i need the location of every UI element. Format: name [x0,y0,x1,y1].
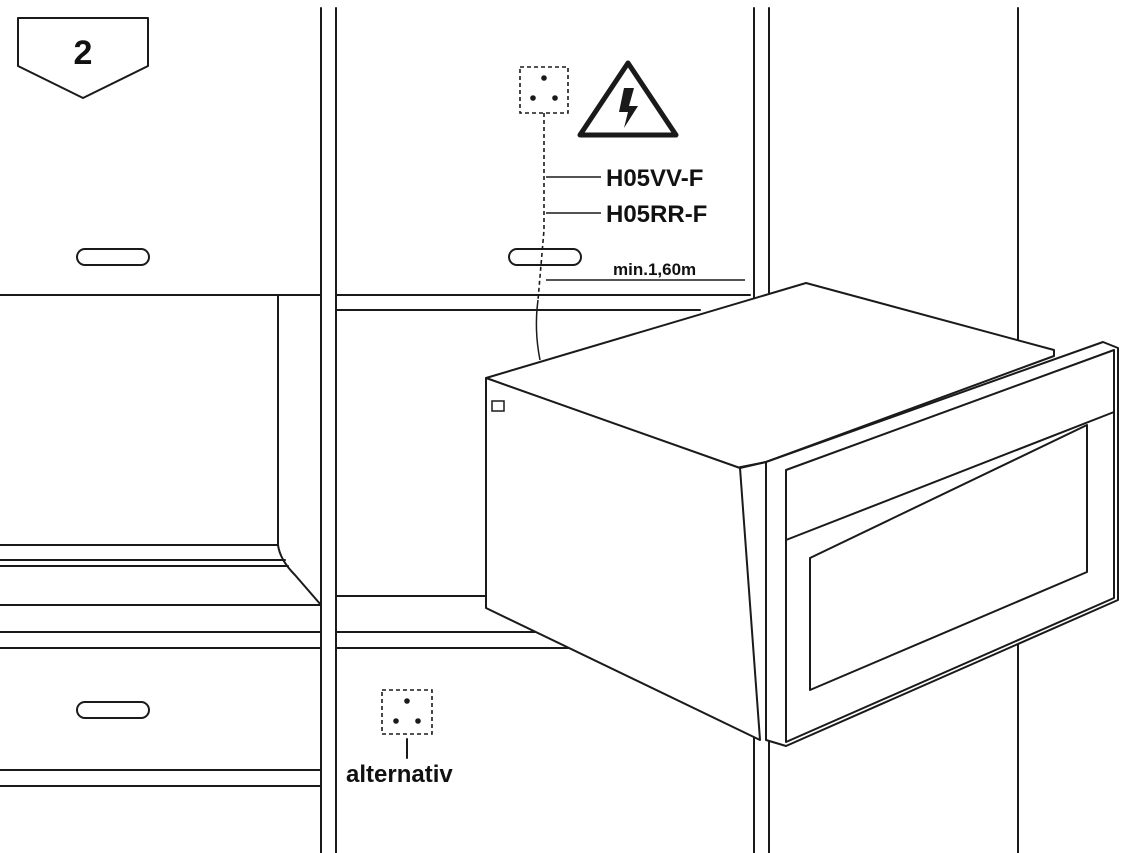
cable-type-1: H05VV-F [606,165,703,192]
oven-appliance [485,282,1119,747]
power-cable [537,113,545,301]
power-socket-icon [381,689,433,759]
high-voltage-warning-icon [577,60,679,138]
min-height-marker: min.1,60m [546,260,745,281]
cable-type-2: H05RR-F [606,201,707,228]
power-cable-end [535,299,541,361]
alternative-label: alternativ [346,761,453,788]
min-height-label: min.1,60m [613,260,696,279]
drawer-handle [508,248,582,266]
indicator-light [491,400,505,412]
kitchen-cabinets [0,7,1019,853]
drawer-handle [76,248,150,266]
drawer-handle [76,701,150,719]
cable-labels: H05VV-F H05RR-F [546,165,707,228]
step-number: 2 [74,34,93,72]
power-socket-icon [519,66,569,114]
step-badge: 2 [17,17,149,99]
